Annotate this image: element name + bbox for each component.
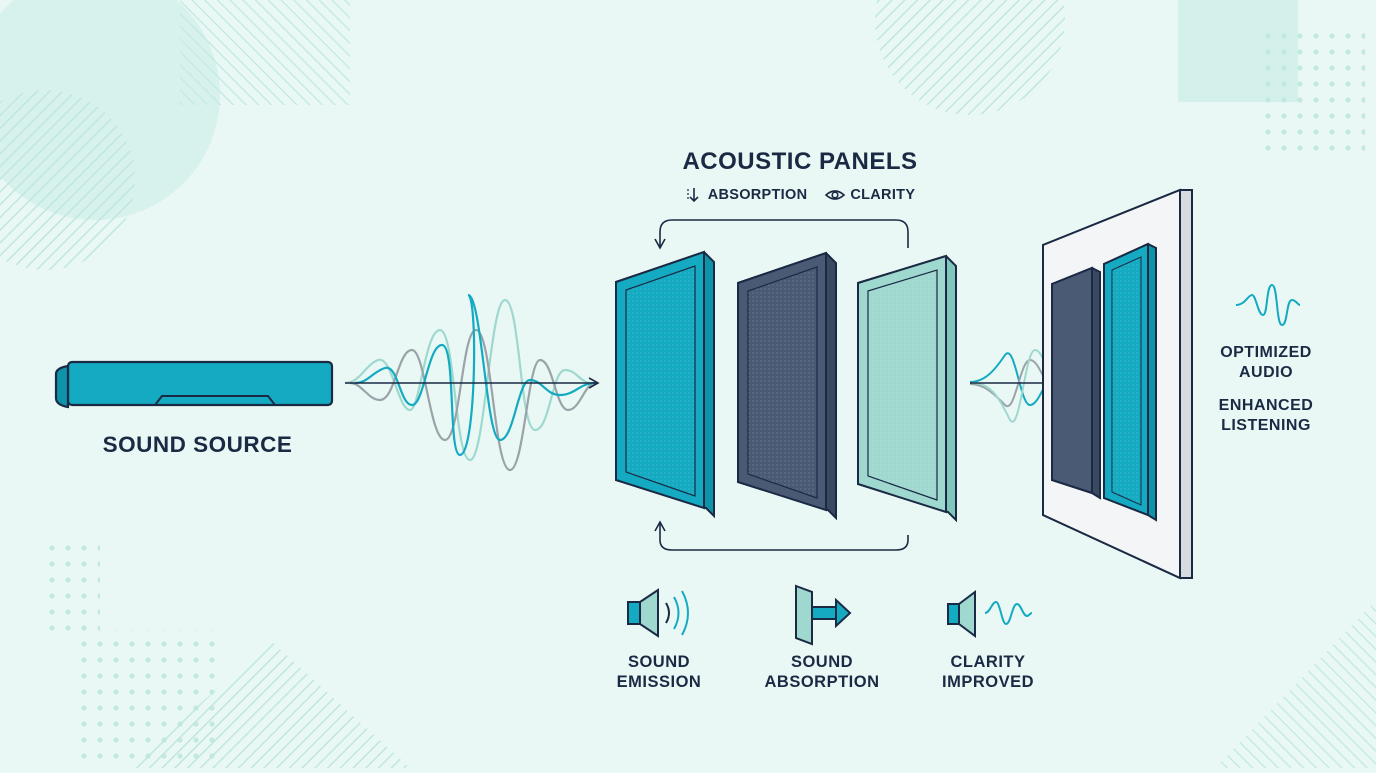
clarity-improved-line1: CLARITY [950, 653, 1026, 671]
teal-panel [615, 250, 715, 519]
sound-emission-label: SOUND EMISSION [579, 652, 739, 692]
optimized-audio-line2: AUDIO [1238, 364, 1294, 381]
enhanced-listening-line2: LISTENING [1221, 417, 1311, 434]
clarity-label: CLARITY [850, 187, 916, 203]
panel-absorption-icon [795, 584, 852, 646]
eye-icon [825, 190, 846, 200]
sound-emission-line1: SOUND [627, 653, 691, 671]
wall-navy-panel [1051, 266, 1101, 500]
audio-wave-icon [1235, 283, 1301, 327]
absorption-subtitle: ABSORPTION [685, 186, 808, 204]
subtitle-row: ABSORPTION CLARITY [660, 184, 940, 206]
speaker-emission-icon [627, 588, 689, 638]
enhanced-listening-label: ENHANCED LISTENING [1196, 396, 1336, 436]
sound-absorption-label: SOUND ABSORPTION [742, 652, 902, 692]
mint-panel [857, 254, 957, 523]
optimized-audio-label: OPTIMIZED AUDIO [1196, 343, 1336, 383]
enhanced-listening-line1: ENHANCED [1218, 397, 1314, 414]
absorption-arrow-icon [687, 188, 699, 203]
sound-source-label: SOUND SOURCE [102, 432, 293, 457]
clarity-improved-line2: IMPROVED [941, 673, 1034, 691]
absorption-label: ABSORPTION [707, 187, 808, 203]
navy-panel [737, 251, 837, 521]
clarity-improved-label: CLARITY IMPROVED [908, 652, 1068, 692]
soundbar-icon [54, 360, 334, 409]
sound-emission-line2: EMISSION [616, 673, 702, 691]
wall-teal-panel [1103, 242, 1157, 522]
panel-loop-arrows [654, 219, 909, 551]
speaker-clarity-icon [947, 590, 1033, 638]
clarity-subtitle: CLARITY [825, 187, 915, 203]
diagram-title: ACOUSTIC PANELS [682, 148, 918, 175]
incoming-sound-waves [344, 293, 600, 472]
sound-absorption-line1: SOUND [790, 653, 854, 671]
sound-absorption-line2: ABSORPTION [764, 673, 880, 691]
optimized-audio-line1: OPTIMIZED [1220, 344, 1312, 361]
